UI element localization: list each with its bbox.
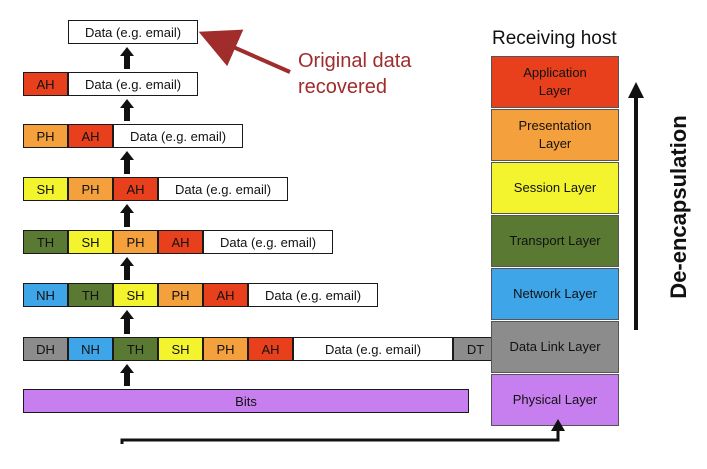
up-arrow-icon	[120, 364, 134, 386]
data-cell: Data (e.g. email)	[68, 72, 198, 96]
ah-header-cell: AH	[68, 124, 113, 148]
layer-application: Application Layer	[491, 56, 619, 108]
up-arrow-icon	[120, 47, 134, 69]
layer-physical: Physical Layer	[491, 374, 619, 426]
data-cell: Data (e.g. email)	[113, 124, 243, 148]
original-data-callout: Original data recovered	[298, 48, 411, 100]
ah-header-cell: AH	[113, 177, 158, 201]
data-cell: Data (e.g. email)	[203, 230, 333, 254]
sh-header-cell: SH	[68, 230, 113, 254]
up-arrow-icon	[120, 310, 134, 334]
ph-header-cell: PH	[203, 337, 248, 361]
ph-header-cell: PH	[23, 124, 68, 148]
ph-header-cell: PH	[68, 177, 113, 201]
bits-to-physical-arrow-line	[120, 428, 560, 444]
ph-header-cell: PH	[113, 230, 158, 254]
receiving-host-title: Receiving host	[492, 28, 617, 49]
callout-line-1: Original data	[298, 50, 412, 72]
bits-to-physical-arrow-head	[551, 419, 565, 431]
layer-session: Session Layer	[491, 162, 619, 214]
nh-header-cell: NH	[23, 283, 68, 307]
th-header-cell: TH	[68, 283, 113, 307]
up-arrow-icon	[120, 204, 134, 227]
layer-transport: Transport Layer	[491, 215, 619, 267]
callout-arrow	[198, 29, 291, 74]
ah-header-cell: AH	[158, 230, 203, 254]
layer-data: Data Link Layer	[491, 321, 619, 373]
th-header-cell: TH	[23, 230, 68, 254]
ah-header-cell: AH	[248, 337, 293, 361]
sh-header-cell: SH	[158, 337, 203, 361]
up-arrow-icon	[120, 257, 134, 280]
th-header-cell: TH	[113, 337, 158, 361]
layer-presentation: Presentation Layer	[491, 109, 619, 161]
dt-header-cell: DT	[453, 337, 498, 361]
de-encapsulation-arrow-head	[628, 82, 644, 98]
ah-header-cell: AH	[23, 72, 68, 96]
ah-header-cell: AH	[203, 283, 248, 307]
dh-header-cell: DH	[23, 337, 68, 361]
up-arrow-icon	[120, 151, 134, 174]
data-cell: Data (e.g. email)	[248, 283, 378, 307]
data-cell: Data (e.g. email)	[293, 337, 453, 361]
callout-line-2: recovered	[298, 76, 387, 98]
bits-bar: Bits	[23, 389, 469, 413]
ph-header-cell: PH	[158, 283, 203, 307]
layer-network: Network Layer	[491, 268, 619, 320]
sh-header-cell: SH	[113, 283, 158, 307]
data-cell: Data (e.g. email)	[68, 20, 198, 44]
nh-header-cell: NH	[68, 337, 113, 361]
up-arrow-icon	[120, 99, 134, 121]
sh-header-cell: SH	[23, 177, 68, 201]
data-cell: Data (e.g. email)	[158, 177, 288, 201]
